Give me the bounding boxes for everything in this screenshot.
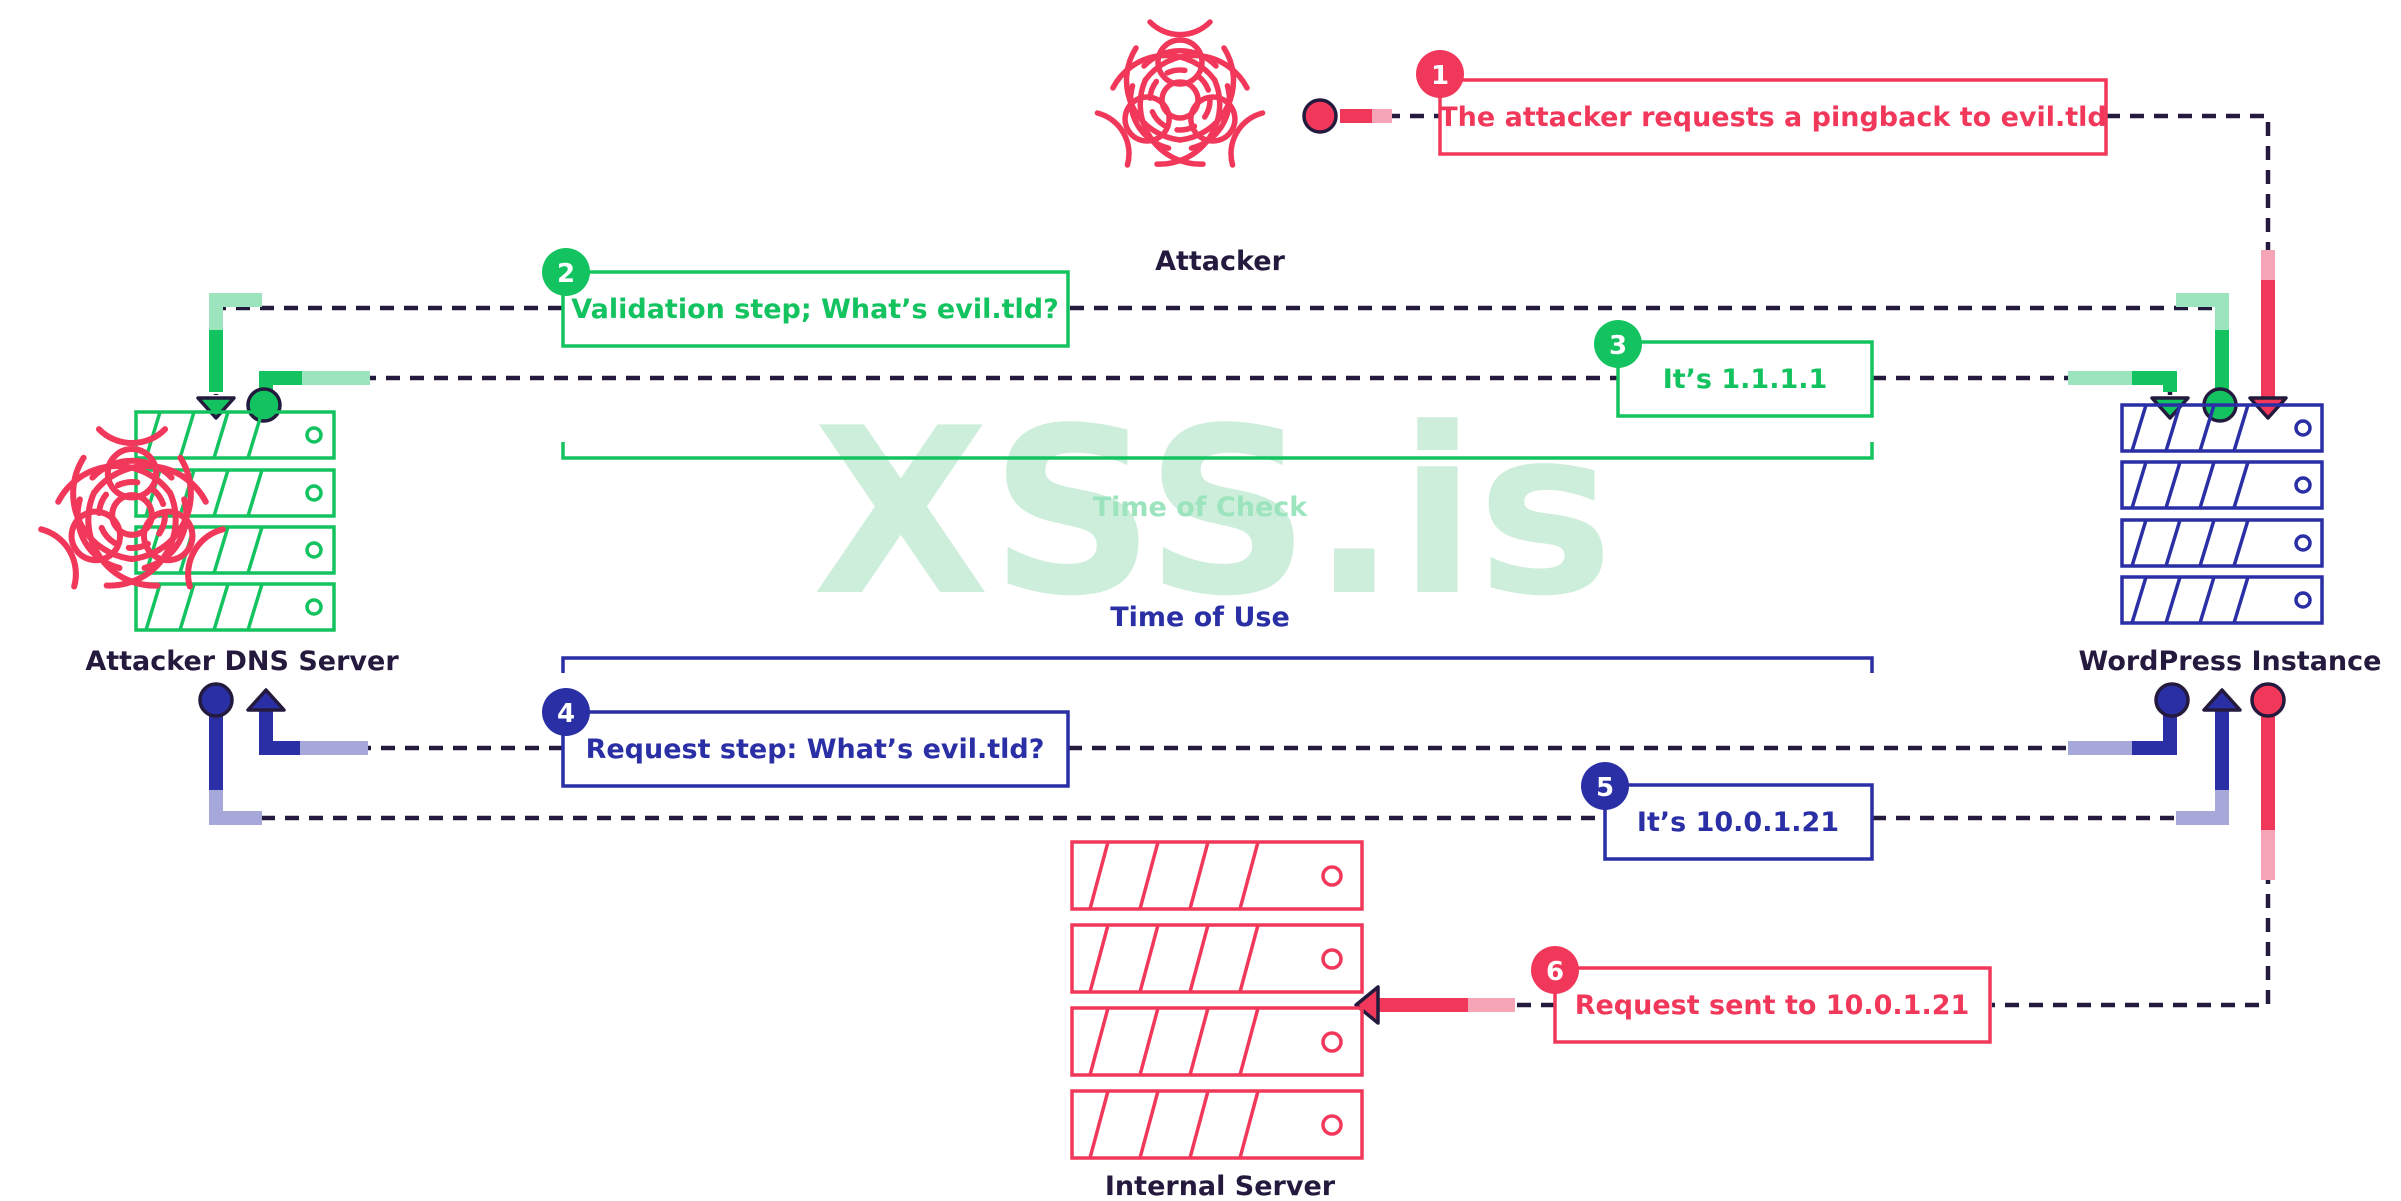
wordpress-label: WordPress Instance [2079,646,2382,677]
wordpress-server-icon [2120,403,2324,625]
step-5-label: It’s 10.0.1.21 [1637,807,1839,838]
attacker-label: Attacker [1155,246,1285,277]
step-4-box [561,710,1070,788]
connector-step-4b [1068,702,2173,751]
origin-dot-step-4 [2154,682,2190,718]
arrowhead-step-3-wp [2150,396,2190,420]
step-5-box [1603,783,1874,861]
step-1-box [1438,78,2108,156]
connector-step-4 [263,695,562,751]
step-2-box [561,270,1070,348]
step-6-number: 6 [1546,957,1564,987]
origin-dot-step-3 [246,387,282,423]
step-5-number: 5 [1596,773,1614,803]
step-4-badge [542,688,590,736]
arrow-segments [209,109,2275,1012]
dns-server-label: Attacker DNS Server [85,646,399,677]
step-6-label: Request sent to 10.0.1.21 [1575,990,1970,1021]
step-2: Validation step; What’s evil.tld? 2 [542,248,1070,348]
step-6-badge [1531,946,1579,994]
step-4-number: 4 [557,699,575,729]
step-5: It’s 10.0.1.21 5 [1581,762,1874,861]
arrowhead-step-5-wp [2202,688,2242,712]
step-3-label: It’s 1.1.1.1 [1663,364,1828,395]
step-2-label: Validation step; What’s evil.tld? [571,294,1059,325]
arrowhead-step-4-dns [246,688,286,712]
arrowhead-step-2-dns [196,396,236,420]
step-6-box [1553,966,1992,1044]
step-3: It’s 1.1.1.1 3 [1594,320,1874,418]
internal-server-label: Internal Server [1105,1171,1336,1201]
dns-biohazard-icon [28,429,235,609]
origin-dot-step-6 [2250,682,2286,718]
step-1: The attacker requests a pingback to evil… [1416,50,2108,156]
step-2-number: 2 [557,259,575,289]
step-3-badge [1594,320,1642,368]
step-5-badge [1581,762,1629,810]
step-1-label: The attacker requests a pingback to evil… [1439,102,2107,133]
step-3-number: 3 [1609,331,1627,361]
time-of-check-bracket [561,442,1874,460]
origin-dot-step-1 [1302,98,1338,134]
arrowhead-step-1-wp [2248,396,2288,420]
step-1-badge [1416,50,1464,98]
arrowhead-step-6-internal [1354,985,1380,1025]
step-1-number: 1 [1431,61,1449,91]
step-4: Request step: What’s evil.tld? 4 [542,688,1070,788]
step-3-box [1616,340,1874,418]
time-of-use-label: Time of Use [1110,602,1290,633]
step-4-label: Request step: What’s evil.tld? [586,734,1045,765]
internal-server-icon [1070,840,1364,1160]
step-6: Request sent to 10.0.1.21 6 [1531,946,1992,1044]
step-2-badge [542,248,590,296]
attacker-biohazard-icon [1086,22,1275,185]
origin-dot-step-5 [198,682,234,718]
time-of-check-label: Time of Check [1093,492,1309,523]
watermark: XSS.is [812,380,1613,647]
connector-step-1b [2106,113,2271,250]
time-of-use-bracket [561,656,1874,673]
